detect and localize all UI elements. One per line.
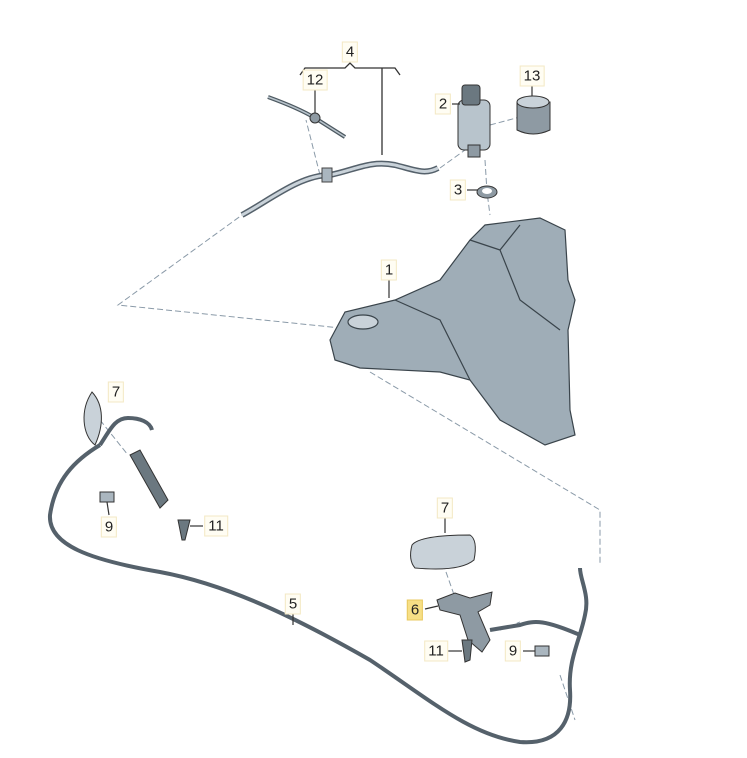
cover-cap-7-left xyxy=(83,391,102,446)
callout-5[interactable]: 5 xyxy=(284,593,302,615)
callout-11-left[interactable]: 11 xyxy=(204,515,228,537)
clip-9-right xyxy=(534,645,550,657)
callout-2[interactable]: 2 xyxy=(434,93,452,115)
seal-3 xyxy=(476,185,498,199)
callout-7-right[interactable]: 7 xyxy=(436,497,454,519)
callout-9-left[interactable]: 9 xyxy=(100,516,118,538)
callout-7-left[interactable]: 7 xyxy=(107,381,125,403)
callout-3[interactable]: 3 xyxy=(449,179,467,201)
nozzle-left xyxy=(129,449,169,509)
bolt-11-left xyxy=(177,519,191,541)
bracket-4 xyxy=(299,62,401,155)
callout-9-right[interactable]: 9 xyxy=(504,640,522,662)
clip-9-left xyxy=(99,491,115,503)
callout-11-right[interactable]: 11 xyxy=(424,640,448,662)
callout-1[interactable]: 1 xyxy=(380,259,398,281)
bolt-11-right xyxy=(461,639,473,663)
cable-12 xyxy=(267,95,347,139)
callout-6-highlighted[interactable]: 6 xyxy=(406,599,424,621)
callout-13[interactable]: 13 xyxy=(519,65,545,87)
hose-line-5 xyxy=(47,443,589,745)
washer-nozzle-6 xyxy=(436,591,493,653)
hose-line-4 xyxy=(240,160,440,218)
washer-fluid-tank-1 xyxy=(329,217,576,446)
cover-cap-7-right xyxy=(410,534,476,570)
callout-4[interactable]: 4 xyxy=(341,41,359,63)
washer-pump-2 xyxy=(457,84,491,158)
callout-12[interactable]: 12 xyxy=(302,69,328,91)
grommet-13 xyxy=(516,95,551,135)
leader-lines xyxy=(106,86,535,652)
